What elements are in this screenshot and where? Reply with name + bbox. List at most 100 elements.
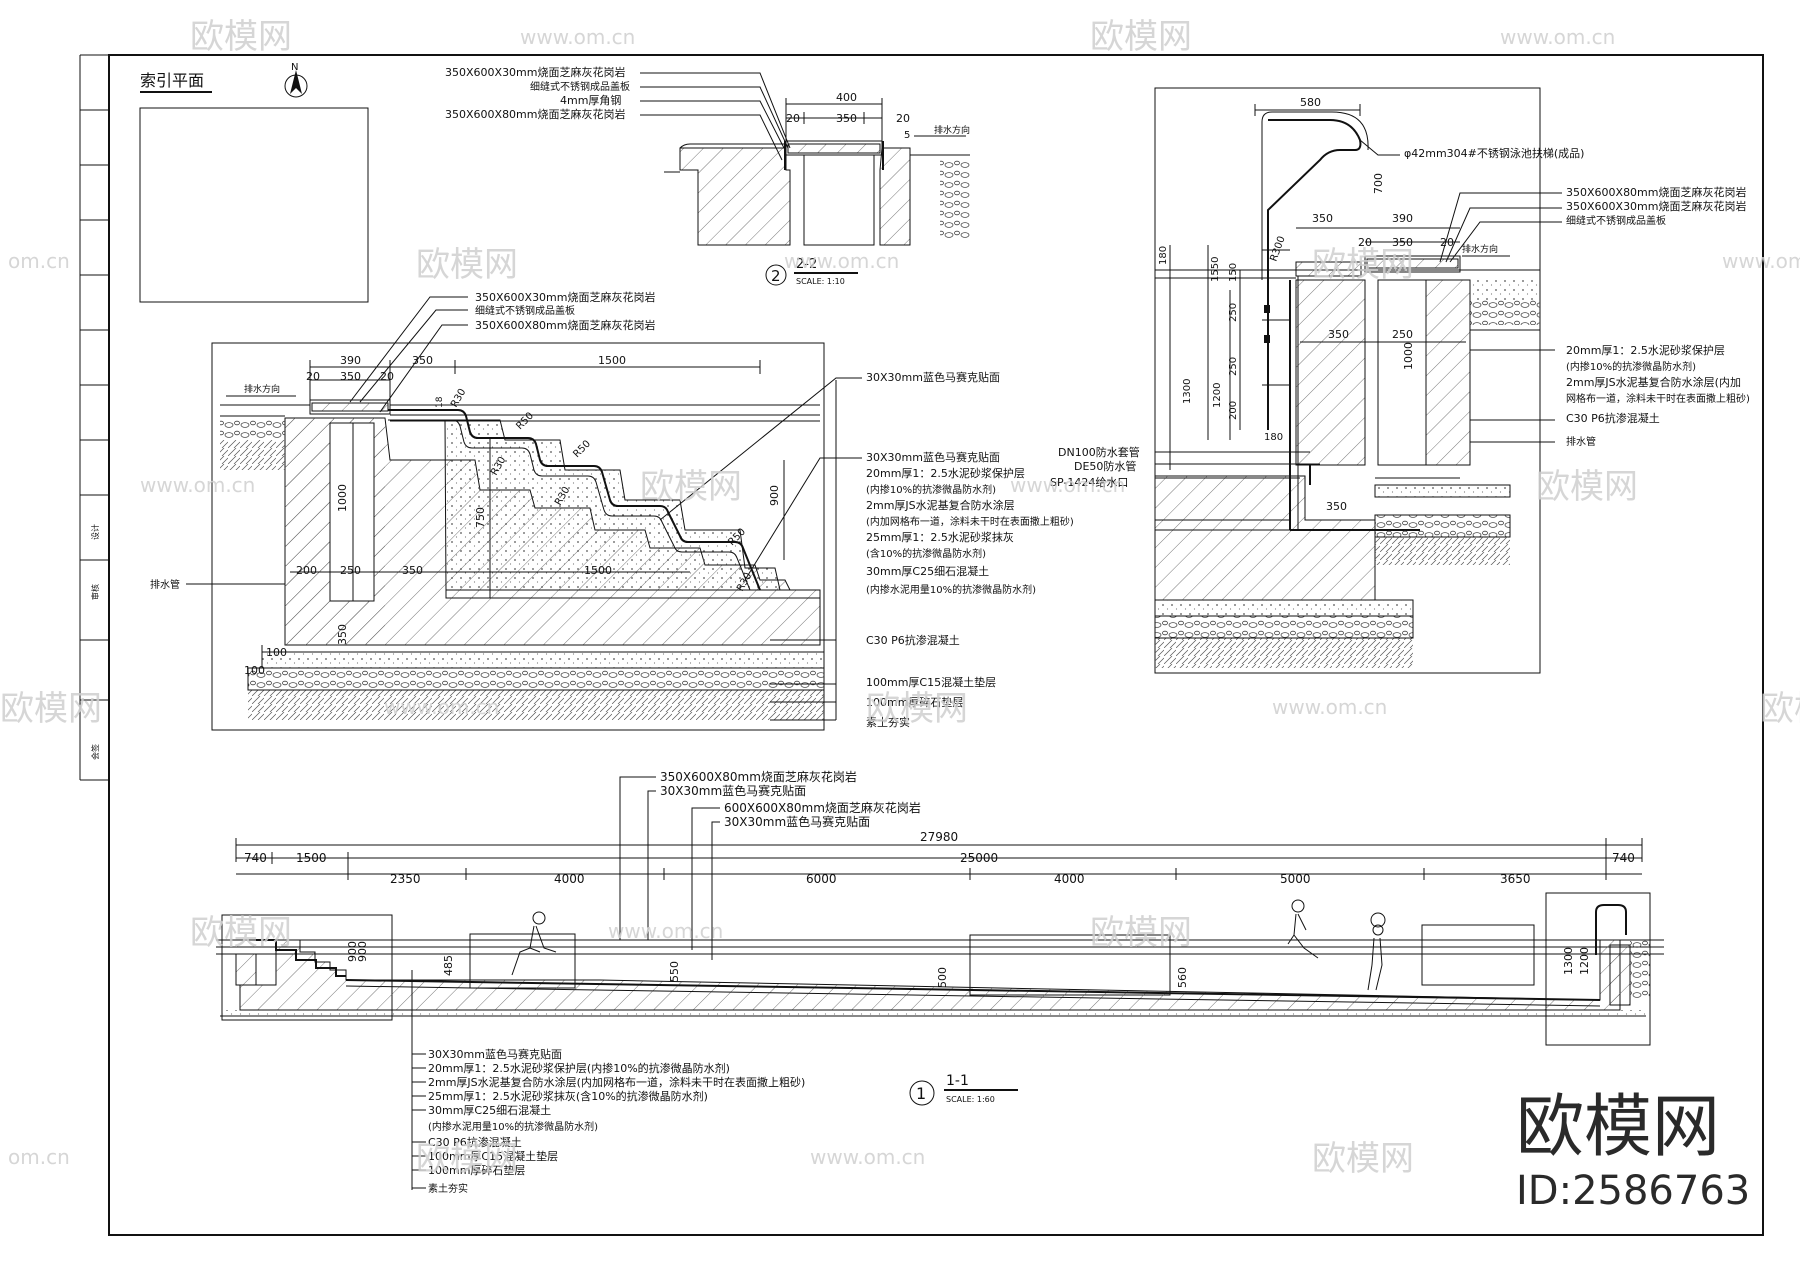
dimension-label: 100 — [266, 646, 287, 659]
callout: 25mm厚1：2.5水泥砂浆抹灰(含10%的抗渗微晶防水剂) — [428, 1089, 708, 1103]
north-arrow-icon: N — [284, 62, 308, 98]
dimension-label: 100 — [244, 664, 265, 677]
dimension-label: 200 — [296, 564, 317, 577]
dimension-label: 350 — [836, 112, 857, 125]
watermark-url: www.om.cn — [1010, 473, 1125, 497]
watermark-brand: 欧模网 — [1760, 689, 1800, 729]
dimension-label: 18 — [435, 396, 445, 408]
dimension-label: 150 — [1228, 263, 1239, 282]
callout: 350X600X30mm烧面芝麻灰花岗岩 — [445, 65, 626, 79]
callout: SP-1424给水口 — [1050, 476, 1128, 489]
sheet-frame — [108, 54, 1764, 1236]
watermark-url: www.om.cn — [1500, 25, 1615, 49]
watermark-url: www.om.cn — [784, 249, 899, 273]
dimension-label: 25000 — [960, 851, 998, 865]
drain-direction-label: 排水方向 — [244, 383, 280, 395]
callout: 30X30mm蓝色马赛克贴面 — [724, 814, 870, 829]
dimension-label: 900 — [768, 485, 781, 506]
dimension-label: 1550 — [1210, 257, 1221, 282]
dimension-label: 1300 — [1182, 379, 1193, 404]
dimension-label: 250 — [1228, 303, 1239, 322]
drain-direction-label: 排水方向 — [934, 124, 970, 136]
callout: (内掺10%的抗渗微晶防水剂) — [866, 483, 996, 496]
title-block-label: 会签 — [90, 744, 100, 760]
stairs-right-callouts: 30X30mm蓝色马赛克贴面 30X30mm蓝色马赛克贴面 20mm厚1：2.5… — [659, 370, 1074, 729]
callout: 350X600X80mm烧面芝麻灰花岗岩 — [445, 107, 626, 121]
callout: 2mm厚JS水泥基复合防水涂层 — [866, 498, 1015, 512]
watermark-brand: 欧模网 — [190, 913, 292, 953]
dimension-label: 20 — [306, 370, 320, 383]
section-1-1: 350X600X80mm烧面芝麻灰花岗岩 30X30mm蓝色马赛克贴面 600X… — [216, 769, 1664, 1195]
callout: (内掺水泥用量10%的抗渗微晶防水剂) — [428, 1120, 598, 1133]
watermark-url: www.om.cn — [1272, 695, 1387, 719]
radius-label: R300 — [1268, 235, 1287, 263]
ladder-section: 580 700 350 390 20 350 20 排水方向 R300 180 … — [1050, 87, 1750, 674]
callout: (含10%的抗渗微晶防水剂) — [866, 547, 986, 560]
callout: 350X600X30mm烧面芝麻灰花岗岩 — [475, 290, 656, 304]
section-1-1-bottom-callouts: 30X30mm蓝色马赛克贴面 20mm厚1：2.5水泥砂浆保护层(内掺10%的抗… — [411, 970, 805, 1195]
watermark-url: om.cn — [8, 1145, 70, 1169]
section-2-2: 400 20 350 20 5 排水方向 350X600X30mm烧面芝麻灰花岗… — [445, 65, 970, 286]
callout: 30mm厚C25细石混凝土 — [428, 1103, 551, 1117]
callout: 350X600X80mm烧面芝麻灰花岗岩 — [660, 769, 857, 784]
dimension-label: 4000 — [554, 872, 585, 886]
dimension-label: 1000 — [336, 484, 349, 512]
section-number: 2 — [771, 267, 781, 285]
watermark-url: www.om.cn — [608, 919, 723, 943]
callout: 100mm厚碎石垫层 — [866, 695, 963, 709]
dimension-label: 20 — [896, 112, 910, 125]
dimension-label: 5000 — [1280, 872, 1311, 886]
dimension-label: 1500 — [598, 354, 626, 367]
watermark-brand: 欧模网 — [1312, 1139, 1414, 1179]
dimension-label: 400 — [836, 91, 857, 104]
section-number: 1 — [916, 1084, 926, 1103]
person-icon — [1367, 912, 1386, 991]
watermark-brand: 欧模网 — [866, 689, 968, 729]
index-plan: 索引平面 N — [139, 62, 369, 303]
dimension-label: 350 — [1326, 500, 1347, 513]
dimension-label: 250 — [1392, 328, 1413, 341]
callout: DN100防水套管 — [1058, 445, 1140, 459]
callout: 350X600X80mm烧面芝麻灰花岗岩 — [475, 318, 656, 332]
callout: 20mm厚1：2.5水泥砂浆保护层(内掺10%的抗渗微晶防水剂) — [428, 1061, 730, 1075]
dimension-label: 20 — [380, 370, 394, 383]
callout: 20mm厚1：2.5水泥砂浆保护层 — [866, 466, 1025, 480]
radius-label: R50 — [571, 438, 593, 460]
title-block-label: 设计 — [90, 524, 100, 540]
callout: 细缝式不锈钢成品盖板 — [475, 304, 575, 317]
ladder-icon — [1267, 119, 1362, 430]
callout: DE50防水管 — [1074, 459, 1136, 473]
depth-label: 485 — [442, 955, 455, 976]
callout: 网格布一道，涂料未干时在表面撒上粗砂) — [1566, 392, 1750, 405]
callout: 素土夯实 — [866, 715, 910, 729]
dimension-label: 20 — [786, 112, 800, 125]
dimension-label: 1000 — [1402, 342, 1415, 370]
dimension-label: 390 — [1392, 212, 1413, 225]
dimension-label: 1500 — [296, 851, 327, 865]
radius-label: R50 — [514, 410, 536, 432]
callout: 25mm厚1：2.5水泥砂浆抹灰 — [866, 530, 1014, 544]
watermark-brand: 欧模网 — [416, 1139, 518, 1179]
watermark-url: www.om.cn — [384, 695, 499, 719]
watermark-url: www.om.cn — [520, 25, 635, 49]
dimension-label: 4000 — [1054, 872, 1085, 886]
section-scale: SCALE: 1:60 — [946, 1095, 995, 1104]
callout: 2mm厚JS水泥基复合防水涂层(内加网格布一道，涂料未干时在表面撒上粗砂) — [428, 1075, 805, 1089]
callout: φ42mm304#不锈钢泳池扶梯(成品) — [1404, 146, 1584, 160]
dimension-label: 750 — [474, 507, 487, 528]
watermark-brand: 欧模网 — [0, 689, 102, 729]
overall-dimension: 27980 — [920, 830, 958, 844]
dimension-label: 1200 — [1212, 383, 1223, 408]
callout: 600X600X80mm烧面芝麻灰花岗岩 — [724, 800, 921, 815]
dimension-label: 350 — [412, 354, 433, 367]
watermark-url: www.om.cn — [140, 473, 255, 497]
callout: 100mm厚C15混凝土垫层 — [428, 1149, 558, 1163]
callout: 20mm厚1：2.5水泥砂浆保护层 — [1566, 343, 1725, 357]
callout: 30X30mm蓝色马赛克贴面 — [866, 370, 1000, 384]
callout: 30X30mm蓝色马赛克贴面 — [660, 783, 806, 798]
dimension-label: 580 — [1300, 96, 1321, 109]
dimension-label: 740 — [244, 851, 267, 865]
title-block: 会签 审核 设计 — [80, 109, 109, 781]
section-scale: SCALE: 1:10 — [796, 277, 845, 286]
watermark-brand: 欧模网 — [640, 467, 742, 507]
